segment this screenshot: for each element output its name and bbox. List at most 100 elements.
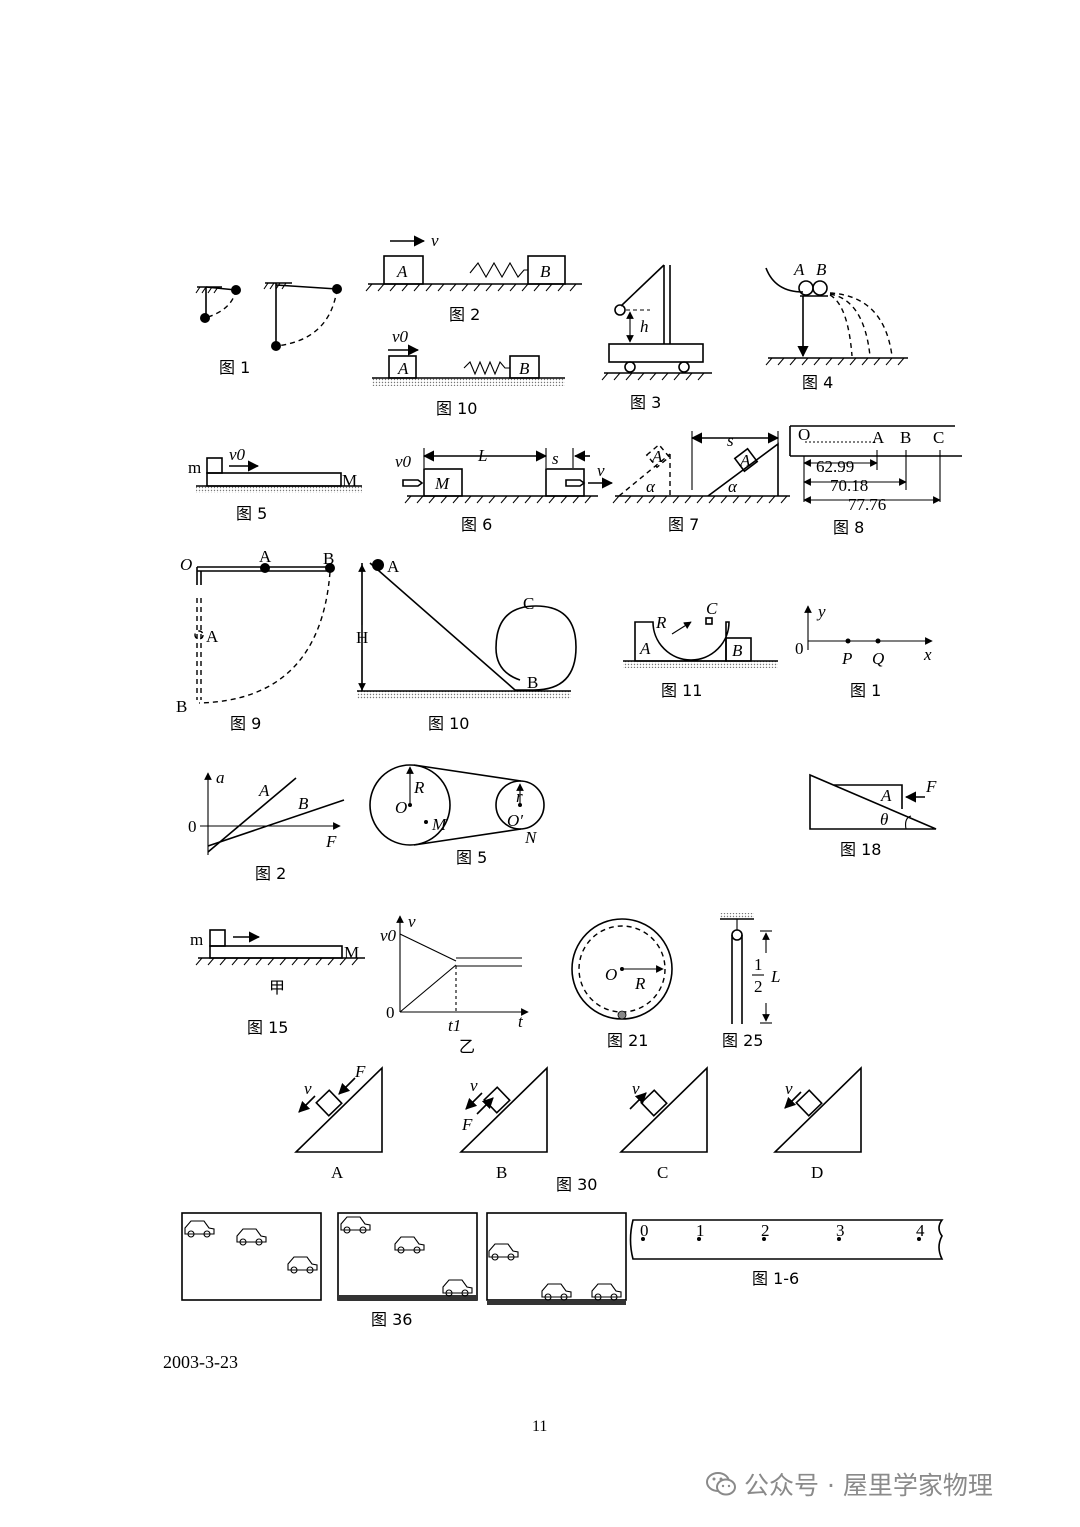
fig1-6-tick-1: 1 xyxy=(696,1221,705,1240)
figure-36-caption: 图 36 xyxy=(371,1310,412,1329)
fig1-6-tick-2: 2 xyxy=(761,1221,770,1240)
fig7-A-label-dashed: A xyxy=(651,447,663,466)
fig10b-B-label: B xyxy=(527,673,538,692)
fig15-origin-label: 0 xyxy=(386,1003,395,1022)
fig5b-r-label: r xyxy=(516,787,523,806)
figure-8-caption: 图 8 xyxy=(833,518,864,537)
fig7-alpha-label-1: α xyxy=(646,477,656,496)
figure-1b-caption: 图 1 xyxy=(850,681,881,700)
figure-1b-axis-points: y 0 P Q x 图 1 xyxy=(795,602,933,700)
fig4-B-label: B xyxy=(816,260,827,279)
fig9-B-label-low: B xyxy=(176,697,187,716)
fig21-R-label: R xyxy=(634,974,646,993)
fig30-option-A: A xyxy=(331,1163,344,1182)
fig25-num-1: 1 xyxy=(754,955,763,974)
fig2b-F-label: F xyxy=(325,832,337,851)
fig1b-y-label: y xyxy=(816,602,826,621)
figure-2b-caption: 图 2 xyxy=(255,864,286,883)
fig8-B-label: B xyxy=(900,428,911,447)
figure-7-inclines: A α s A α 图 7 xyxy=(612,431,790,534)
fig9-B-label-top: B xyxy=(323,549,334,568)
figure-3-caption: 图 3 xyxy=(630,393,661,412)
figure-8-ticker-tape: O A B C 62.99 70.18 77.76 图 8 xyxy=(789,425,962,537)
fig11-C-label: C xyxy=(706,599,718,618)
figure-30-caption: 图 30 xyxy=(556,1175,597,1194)
fig7-s-label: s xyxy=(727,431,734,450)
car-icon xyxy=(591,1283,622,1301)
fig6-v-label: v xyxy=(597,461,605,480)
car-icon xyxy=(340,1216,371,1234)
fig8-A-label: A xyxy=(872,428,885,447)
figure-25-caption: 图 25 xyxy=(722,1031,763,1050)
fig2b-a-label: a xyxy=(216,768,225,787)
fig30-C-v: v xyxy=(632,1079,640,1098)
car-icon xyxy=(442,1279,473,1297)
fig11-A-label: A xyxy=(639,639,651,658)
figure-1-6-caption: 图 1-6 xyxy=(752,1269,799,1288)
fig30-option-B: B xyxy=(496,1163,507,1182)
figure-21-circular-motion: O R 图 21 xyxy=(571,918,673,1050)
figure-6-caption: 图 6 xyxy=(461,515,492,534)
fig2-A-label: A xyxy=(396,262,408,281)
wechat-icon xyxy=(706,1472,736,1496)
figure-1-6-tape-strip: 0 1 2 3 4 图 1-6 xyxy=(629,1219,944,1288)
car-icon xyxy=(287,1256,318,1274)
figure-2-blocks-spring: v A B 图 2 xyxy=(365,231,582,324)
figure-9-caption: 图 9 xyxy=(230,714,261,733)
fig8-dist-OC: 77.76 xyxy=(848,495,886,514)
fig30-B-F: F xyxy=(461,1115,473,1134)
fig5b-O-label: O xyxy=(395,798,407,817)
fig1b-x-label: x xyxy=(923,645,932,664)
figure-1-pendulums: 图 1 xyxy=(195,282,342,377)
figure-30-incline-options: v F A v F B v C v D 图 30 xyxy=(294,1062,862,1194)
figure-2a-caption: 图 2 xyxy=(449,305,480,324)
figure-11-caption: 图 11 xyxy=(661,681,702,700)
fig5a-v0-label: v0 xyxy=(229,445,246,464)
figure-7-caption: 图 7 xyxy=(668,515,699,534)
fig15-v-axis: v xyxy=(408,912,416,931)
page-number: 11 xyxy=(532,1418,548,1435)
fig15-v0-label: v0 xyxy=(380,926,397,945)
fig6-s-label: s xyxy=(552,449,559,468)
fig18-A-label: A xyxy=(880,786,892,805)
fig6-L-label: L xyxy=(477,446,487,465)
fig11-R-label: R xyxy=(655,613,667,632)
figure-5b-caption: 图 5 xyxy=(456,848,487,867)
fig15-t-axis: t xyxy=(518,1012,524,1031)
fig7-A-label: A xyxy=(739,451,751,470)
fig9-A-label-top: A xyxy=(259,547,272,566)
fig30-A-v: v xyxy=(304,1079,312,1098)
fig30-D-v: v xyxy=(785,1079,793,1098)
figure-5a-block-on-plank: m v0 M 图 5 xyxy=(188,445,362,523)
figure-3-crane-cart: h 图 3 xyxy=(601,264,712,412)
fig15-sub-yi: 乙 xyxy=(459,1037,475,1056)
fig8-O-label: O xyxy=(798,425,810,444)
fig5a-m-label: m xyxy=(188,458,201,477)
car-icon xyxy=(184,1220,215,1238)
figure-36-car-panels: 图 36 xyxy=(181,1212,627,1329)
figure-6-bullet-block: v0 L s v M 图 6 xyxy=(395,446,614,534)
car-icon xyxy=(236,1228,267,1246)
fig10b-C-label: C xyxy=(523,594,534,613)
figure-4-projectiles: A B 图 4 xyxy=(765,260,908,392)
figure-1a-caption: 图 1 xyxy=(219,358,250,377)
fig9-A-label-low: A xyxy=(206,627,219,646)
car-icon xyxy=(541,1283,572,1301)
figure-5b-belt-pulleys: R O M r O′ N 图 5 xyxy=(369,764,545,867)
fig21-O-label: O xyxy=(605,965,617,984)
fig15-sub-jia: 甲 xyxy=(269,978,285,997)
fig1-6-tick-3: 3 xyxy=(836,1221,845,1240)
figure-11-groove-block: R C A B 图 11 xyxy=(623,599,778,700)
figure-15-block-plank-and-vt: m M 甲 图 15 v v0 0 t1 t 乙 xyxy=(190,912,529,1056)
fig18-F-label: F xyxy=(925,777,937,796)
figure-9-rod-swing: O A B A B 图 9 xyxy=(176,547,335,733)
fig1-6-tick-4: 4 xyxy=(916,1221,925,1240)
fig5b-R-label: R xyxy=(413,778,425,797)
figure-10a-blocks-spring: v0 A B 图 10 xyxy=(372,327,565,418)
fig30-option-D: D xyxy=(811,1163,823,1182)
fig18-theta-label: θ xyxy=(880,810,888,829)
fig11-B-label: B xyxy=(732,641,743,660)
figure-15-caption: 图 15 xyxy=(247,1018,288,1037)
fig30-A-F: F xyxy=(354,1062,366,1081)
